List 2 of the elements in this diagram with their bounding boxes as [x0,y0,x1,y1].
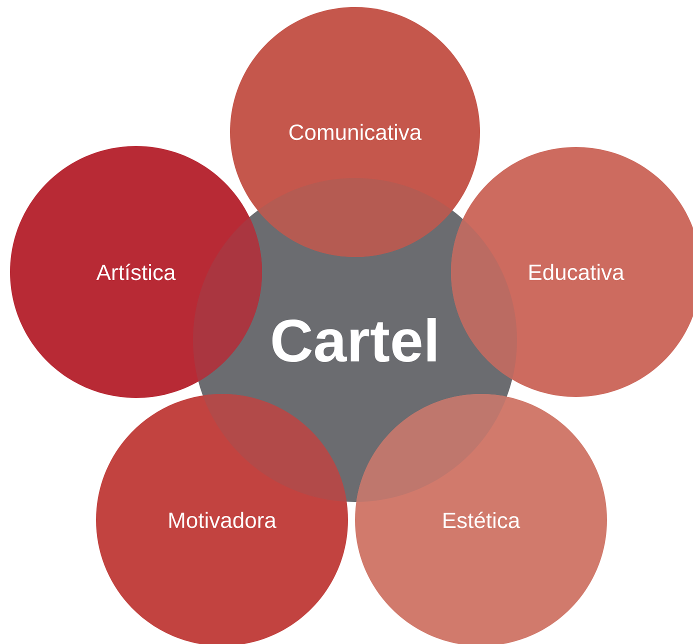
circle-node: Artística [10,146,262,398]
circle-node: Comunicativa [230,6,480,257]
